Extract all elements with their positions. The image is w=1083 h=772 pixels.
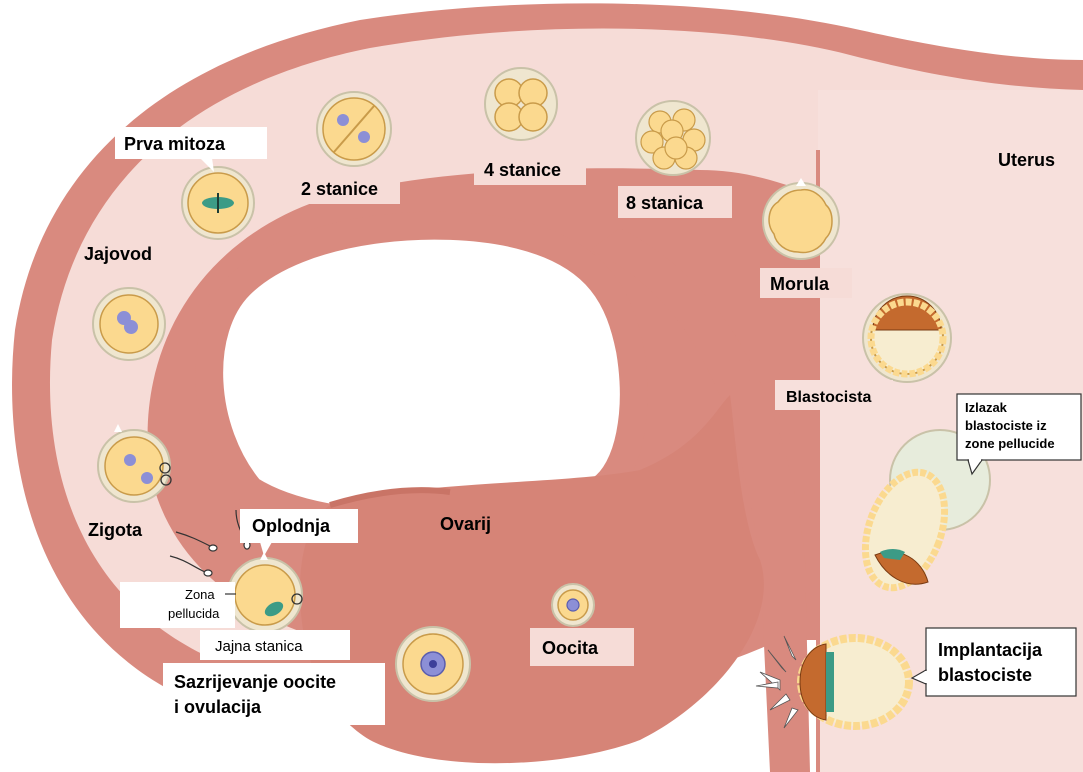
label-morula: Morula [770,274,830,294]
nucleus-icon [124,454,136,466]
ovarian-follicle-large [396,627,470,701]
label-fertilization: Oplodnja [252,516,331,536]
label-hatching-line1: Izlazak [965,400,1008,415]
label-oocyte: Oocita [542,638,599,658]
blastocyst [863,294,951,382]
cell-icon [235,565,295,625]
nucleus-icon [337,114,349,126]
nucleus-icon [141,472,153,484]
label-hatching-line3: zone pellucide [965,436,1055,451]
label-hatching-line2: blastociste iz [965,418,1047,433]
label-uterus: Uterus [998,150,1055,170]
label-first-mitosis: Prva mitoza [124,134,226,154]
zygote-pronuclei-cell [93,288,165,360]
label-maturation-line2: i ovulacija [174,697,262,717]
cell-icon [519,103,547,131]
label-implantation-line1: Implantacija [938,640,1043,660]
cell-icon [105,437,163,495]
four-cell-stage [485,68,557,140]
first-mitosis-cell [182,167,254,239]
nucleus-icon [124,320,138,334]
label-egg-cell: Jajna stanica [215,638,303,655]
label-implantation-line2: blastociste [938,665,1032,685]
label-blastocyst: Blastocista [786,389,871,406]
label-ovary: Ovarij [440,514,491,534]
label-maturation-line1: Sazrijevanje oocite [174,672,336,692]
two-cell-stage [317,92,391,166]
label-two-cells: 2 stanice [301,179,378,199]
nucleus-icon [358,131,370,143]
label-zona-line2: pellucida [168,606,220,621]
label-four-cells: 4 stanice [484,160,561,180]
zona-ring [485,68,557,140]
label-zygote: Zigota [88,520,143,540]
label-zona-line1: Zona [185,587,215,602]
nucleus-icon [567,599,579,611]
label-fallopian-tube: Jajovod [84,244,152,264]
label-eight-cells: 8 stanica [626,193,704,213]
eight-cell-stage [636,101,710,175]
ovarian-follicle-small [552,584,594,626]
